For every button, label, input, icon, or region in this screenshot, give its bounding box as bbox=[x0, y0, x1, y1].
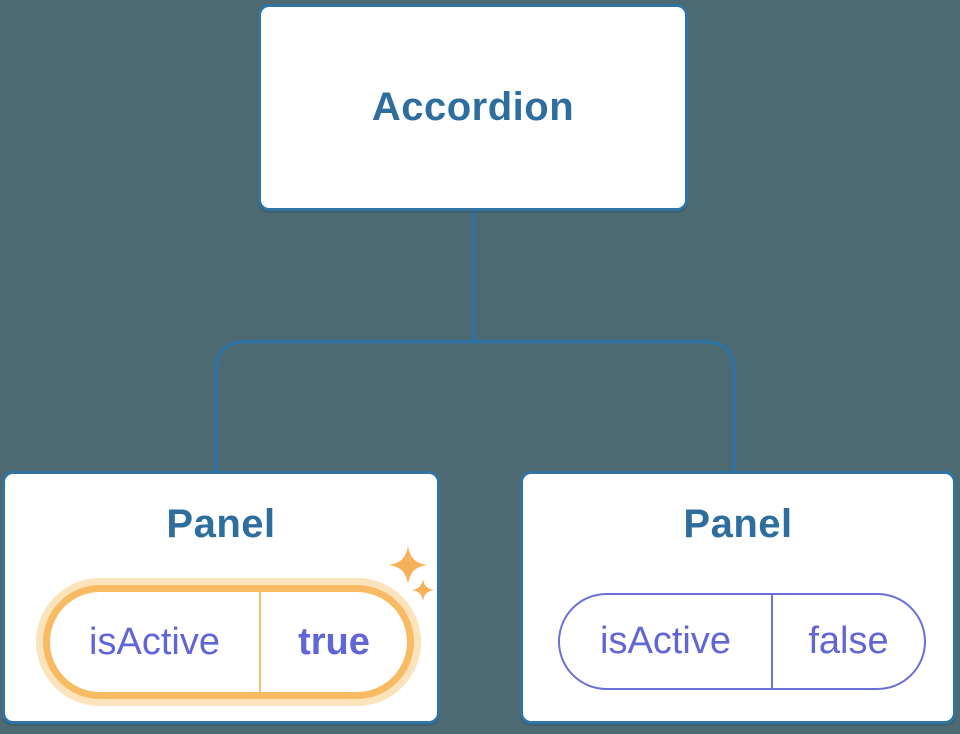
state-value-text: false bbox=[808, 620, 889, 662]
state-pill-inactive: isActive false bbox=[558, 593, 926, 690]
state-value-cell: false bbox=[773, 595, 924, 688]
state-value-text: true bbox=[298, 620, 370, 663]
state-name-text: isActive bbox=[600, 620, 731, 662]
panel-node-label: Panel bbox=[683, 502, 793, 546]
panel-node-label: Panel bbox=[166, 502, 276, 546]
panel-node-inactive: Panel isActive false bbox=[520, 471, 956, 724]
accordion-node: Accordion bbox=[258, 4, 688, 211]
panel-node-active: Panel isActive true bbox=[2, 471, 440, 724]
sparkle-icon bbox=[389, 546, 427, 584]
pill-divider bbox=[259, 592, 261, 692]
state-name-cell: isActive bbox=[560, 595, 771, 688]
state-pill-active: isActive true bbox=[43, 585, 414, 699]
state-name-text: isActive bbox=[89, 620, 220, 663]
pill-divider bbox=[771, 595, 773, 688]
state-value-cell: true bbox=[261, 592, 407, 692]
active-state-highlight-glow: isActive true bbox=[36, 578, 421, 706]
connector-branch bbox=[214, 340, 736, 474]
state-name-cell: isActive bbox=[50, 592, 259, 692]
sparkle-icon bbox=[412, 579, 434, 601]
accordion-node-label: Accordion bbox=[371, 85, 575, 129]
